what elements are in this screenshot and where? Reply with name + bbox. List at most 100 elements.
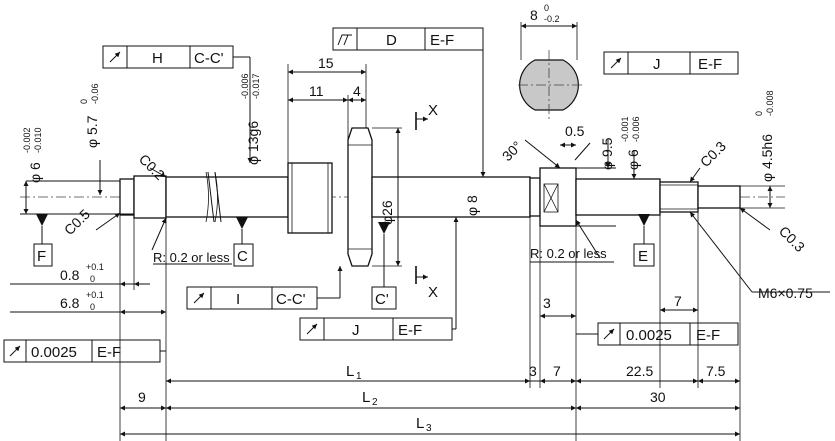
dim-l1: L	[346, 363, 354, 380]
dim-15: 15	[318, 55, 334, 71]
datum-f-label: F	[37, 248, 46, 265]
chamfer-c03-bottom: C0.3	[776, 223, 808, 255]
fcf-right: 0.0025 E-F	[576, 322, 739, 346]
dim-phi6-left-upper: -0.002	[22, 127, 32, 153]
radius-right-note: R: 0.2 or less	[530, 246, 607, 261]
dim-8-width: 8	[530, 7, 538, 23]
dim-phi13-label: φ 13g6	[245, 121, 261, 165]
fcf-j-mid-datum: E-F	[398, 322, 422, 339]
fcf-j-mid-tolerance: J	[352, 322, 360, 339]
fcf-d: D E-F	[332, 27, 486, 177]
dim-phi57-lower: -0.06	[90, 83, 100, 104]
shaft	[119, 127, 741, 267]
dim-phi26: φ26	[379, 200, 395, 225]
dim-phi6-right-upper: -0.001	[620, 116, 630, 142]
dim-phi45-upper: 0	[754, 111, 764, 116]
dim-phi6-left-lower: -0.010	[33, 127, 43, 153]
dim-phi6-left-label: φ 6	[27, 162, 43, 183]
dims-top: 15 11 4	[287, 55, 367, 163]
dim-phi13-upper: -0.006	[240, 73, 250, 99]
dim-phi13: φ 13g6 -0.006 -0.017	[240, 73, 261, 165]
dim-phi6-right-label: φ 6	[625, 149, 641, 170]
angle-30: 30°	[499, 138, 525, 164]
thread-m6: M6×0.75	[758, 285, 813, 301]
dim-phi45: φ 4.5h6 0 -0.008	[754, 90, 775, 182]
section-label-top: X	[428, 102, 438, 119]
radius-left-note: R: 0.2 or less	[153, 250, 230, 265]
dim-l3-sub: 3	[426, 423, 432, 434]
dim-68-lower: 0	[90, 302, 95, 312]
dim-11: 11	[309, 83, 324, 99]
fcf-j-right: J E-F	[603, 51, 739, 75]
dim-phi95-label: φ 9.5	[599, 137, 615, 170]
dim-phi6-left: φ 6 -0.002 -0.010	[22, 127, 43, 183]
chamfer-c03-top: C0.3	[697, 138, 729, 170]
datum-e: E	[633, 214, 655, 267]
dim-30: 30	[650, 389, 666, 405]
dim-phi6-right-lower: -0.006	[631, 116, 641, 142]
dims-l1-row: L 1 3 7 22.5 7.5	[166, 363, 740, 384]
dim-phi45-lower: -0.008	[765, 90, 775, 116]
dim-75: 7.5	[706, 363, 726, 379]
cross-section: 8 0 -0.2	[518, 3, 582, 122]
dim-68: 6.8	[60, 295, 80, 311]
dim-phi8-label: φ 8	[464, 195, 480, 216]
dims-mid-right: 3 7 M6×0.75	[529, 208, 830, 441]
fcf-h-datum: C-C'	[194, 50, 224, 67]
fcf-right-tolerance: 0.0025	[626, 327, 672, 344]
dim-phi95: φ 9.5	[599, 137, 615, 170]
dim-8-lower-tol: -0.2	[544, 14, 560, 24]
dim-phi57-label: φ 5.7	[84, 115, 100, 148]
datum-c: C	[233, 217, 254, 267]
datum-f: F	[20, 213, 134, 267]
dim-3-mid: 3	[543, 295, 551, 311]
fcf-left-datum: E-F	[97, 344, 121, 361]
dim-l1-sub: 1	[356, 371, 362, 382]
fcf-i: I C-C'	[186, 266, 343, 310]
dim-68-upper: +0.1	[86, 290, 104, 300]
fcf-j-right-datum: E-F	[698, 56, 722, 73]
fcf-h-tolerance: H	[152, 50, 163, 67]
dim-08-upper: +0.1	[86, 262, 104, 272]
chamfer-c05: C0.5	[61, 206, 93, 238]
dim-phi6-right: φ 6 -0.001 -0.006	[620, 116, 641, 170]
dim-phi13-lower: -0.017	[251, 73, 261, 99]
dim-9: 9	[138, 389, 146, 405]
section-line: X X	[415, 102, 438, 301]
fcf-i-datum: C-C'	[276, 291, 306, 308]
fcf-left-tolerance: 0.0025	[31, 344, 77, 361]
fcf-i-tolerance: I	[236, 291, 240, 308]
dim-l2: L	[362, 389, 370, 406]
dim-08: 0.8	[60, 267, 80, 283]
dim-phi8: φ 8	[464, 195, 480, 216]
radius-notes: R: 0.2 or less R: 0.2 or less	[151, 217, 614, 265]
fcf-right-datum: E-F	[696, 327, 720, 344]
dims-l3-row: L 3	[120, 415, 740, 437]
fcf-d-datum: E-F	[430, 32, 454, 49]
dim-l2-sub: 2	[372, 397, 378, 408]
datum-c-prime-label: C'	[375, 291, 389, 308]
dims-l2-row: 9 L 2 30	[120, 388, 741, 441]
dim-phi45-label: φ 4.5h6	[759, 134, 775, 182]
dim-7-low: 7	[553, 363, 561, 379]
datum-c-label: C	[237, 248, 248, 265]
fcf-j-mid: J E-F	[299, 217, 459, 341]
dim-phi57: φ 5.7 0 -0.06	[79, 83, 100, 148]
fcf-j-right-tolerance: J	[653, 56, 661, 73]
dim-phi57-upper: 0	[79, 99, 89, 104]
dims-left: 0.8 +0.1 0 6.8 +0.1 0	[10, 215, 167, 441]
dim-3-low: 3	[529, 363, 537, 379]
section-label-bottom: X	[428, 284, 438, 301]
dim-225: 22.5	[626, 363, 653, 379]
dim-4: 4	[353, 83, 361, 99]
dim-phi26-label: φ26	[379, 200, 395, 225]
datum-c-prime: C'	[371, 222, 397, 310]
datum-e-label: E	[638, 248, 648, 265]
dim-8-upper-tol: 0	[544, 3, 549, 13]
dim-7-mid: 7	[674, 293, 682, 309]
dim-l3: L	[416, 415, 424, 432]
dim-05: 0.5	[565, 123, 585, 139]
dim-08-lower: 0	[90, 274, 95, 284]
fcf-h: H C-C'	[102, 45, 253, 163]
